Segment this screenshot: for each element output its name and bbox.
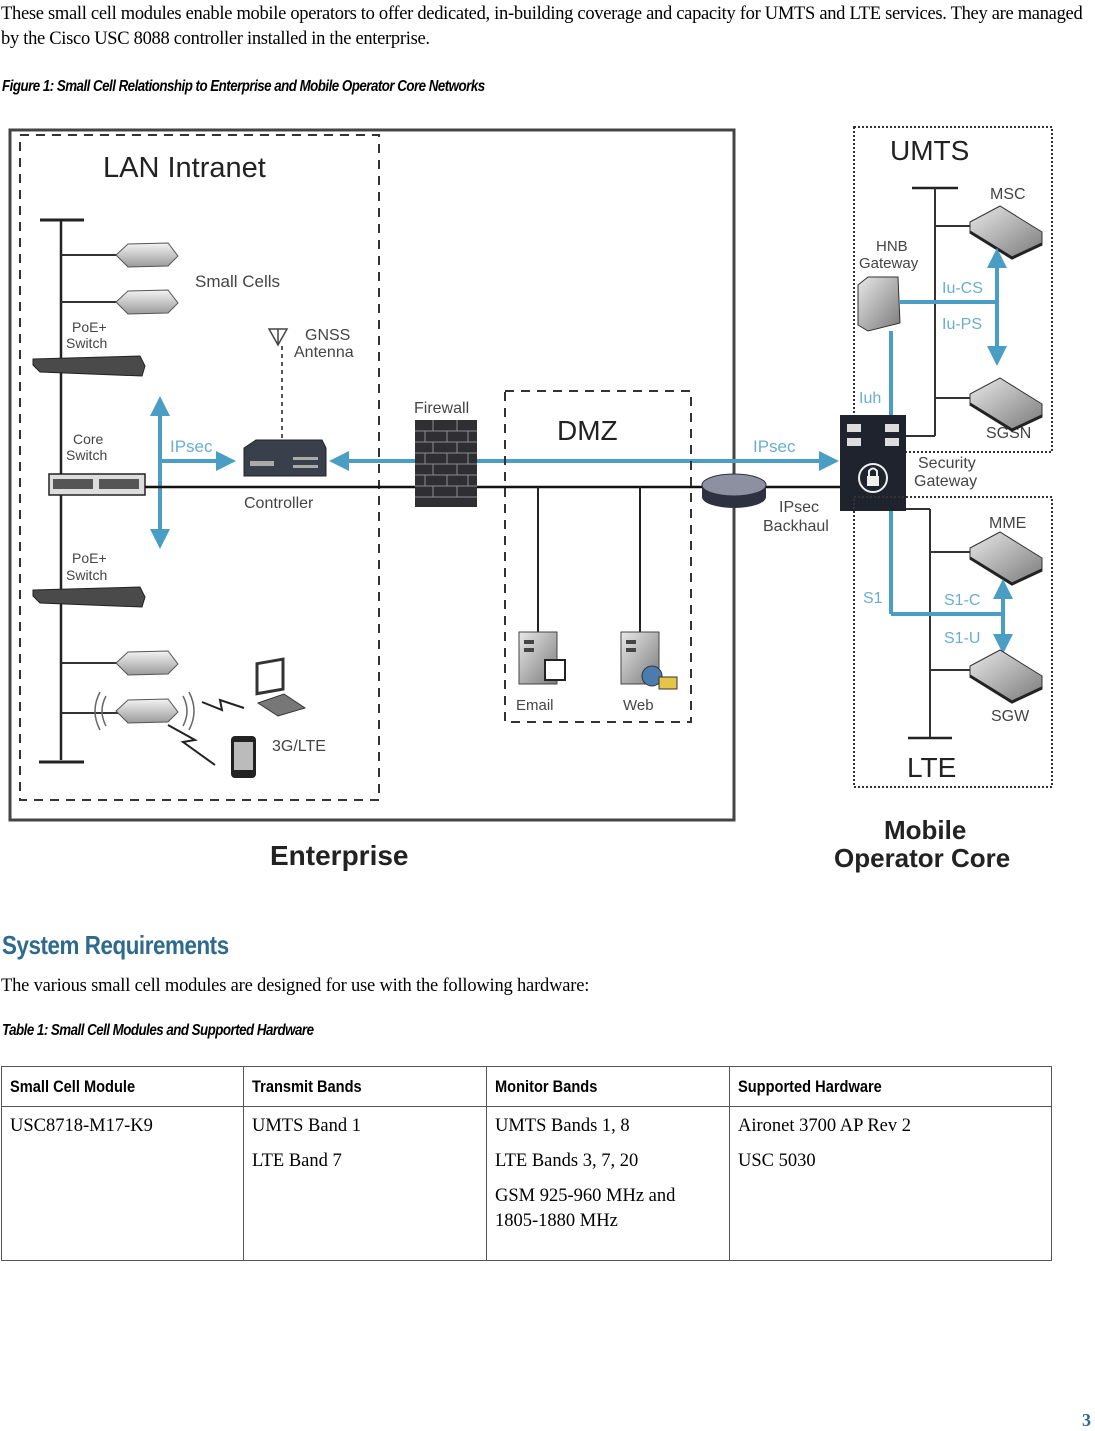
cell-monitor-bands: UMTS Bands 1, 8 LTE Bands 3, 7, 20 GSM 9… (486, 1106, 730, 1261)
poe-switch-icon (32, 586, 146, 608)
dmz-boundary (504, 390, 692, 723)
mobile-operator-core-label: Mobile (884, 815, 966, 845)
security-gateway-label: Gateway (914, 473, 977, 490)
table-caption: Table 1: Small Cell Modules and Supporte… (2, 1022, 314, 1039)
lan-intranet-label: LAN Intranet (103, 152, 266, 184)
core-switch-label: Core (73, 431, 104, 447)
security-gateway-icon (840, 415, 906, 511)
s1-u-label: S1-U (944, 630, 980, 647)
lte-label: LTE (907, 752, 956, 783)
mme-server-icon (969, 531, 1043, 586)
iu-cs-label: Iu-CS (942, 280, 983, 297)
umts-label: UMTS (890, 135, 969, 166)
umts-boundary (853, 126, 1053, 453)
network-diagram: LAN Intranet Small Cells PoE+ Switch Cor… (8, 126, 1053, 873)
poe-switch-label: PoE+ (72, 550, 107, 566)
poe-switch-label: PoE+ (72, 319, 107, 335)
hnb-gateway-server-icon (857, 276, 901, 332)
mobile-phone-icon (231, 736, 256, 778)
mobile-operator-core-label: Operator Core (834, 843, 1010, 873)
header-monitor-bands: Monitor Bands (486, 1066, 730, 1107)
poe-switch-icon (32, 355, 146, 377)
ipsec-label: IPsec (753, 437, 796, 456)
header-small-cell-module: Small Cell Module (1, 1066, 244, 1107)
wireless-link-icon (167, 698, 245, 766)
poe-switch-label: Switch (66, 567, 107, 583)
section-body: The various small cell modules are desig… (1, 976, 590, 996)
section-title: System Requirements (2, 930, 229, 960)
gnss-antenna-icon (267, 328, 289, 347)
core-switch-icon (48, 473, 146, 496)
web-server-icon (620, 631, 678, 690)
mme-label: MME (989, 515, 1026, 532)
sgw-label: SGW (991, 708, 1030, 725)
small-cell-radiating-icon (94, 691, 195, 731)
s1-c-label: S1-C (944, 592, 980, 609)
cell-transmit-bands: UMTS Band 1 LTE Band 7 (243, 1106, 487, 1261)
gnss-antenna-label: Antenna (294, 344, 354, 361)
ipsec-backhaul-label: Backhaul (763, 518, 829, 535)
small-cells-label: Small Cells (195, 272, 280, 291)
ipsec-label: IPsec (170, 437, 213, 456)
controller-icon (243, 439, 327, 477)
requirements-table: Small Cell Module Transmit Bands Monitor… (1, 1066, 1052, 1261)
firewall-label: Firewall (414, 400, 469, 417)
email-server-icon (518, 631, 566, 685)
iu-ps-label: Iu-PS (942, 316, 982, 333)
3g-lte-label: 3G/LTE (272, 738, 326, 755)
table-row: USC8718-M17-K9 UMTS Band 1 LTE Band 7 UM… (1, 1106, 1052, 1261)
laptop-icon (255, 657, 307, 717)
small-cell-icon (115, 289, 179, 315)
header-supported-hardware: Supported Hardware (729, 1066, 1052, 1107)
gnss-antenna-label: GNSS (305, 327, 350, 344)
sgsn-server-icon (969, 377, 1043, 432)
header-transmit-bands: Transmit Bands (243, 1066, 487, 1107)
controller-label: Controller (244, 495, 314, 512)
security-gateway-label: Security (918, 455, 976, 472)
cell-module: USC8718-M17-K9 (1, 1106, 244, 1261)
ipsec-backhaul-label: IPsec (779, 499, 819, 516)
figure-caption: Figure 1: Small Cell Relationship to Ent… (2, 78, 485, 95)
table-header-row: Small Cell Module Transmit Bands Monitor… (1, 1066, 1052, 1107)
firewall-icon (415, 420, 477, 507)
enterprise-label: Enterprise (270, 840, 409, 871)
sgsn-label: SGSN (986, 425, 1031, 442)
hnb-gateway-label: Gateway (859, 255, 919, 272)
dmz-label: DMZ (557, 415, 618, 446)
poe-switch-label: Switch (66, 335, 107, 351)
small-cell-icon (115, 650, 179, 676)
msc-label: MSC (990, 186, 1026, 203)
page-number: 3 (1082, 1410, 1091, 1430)
intro-paragraph: These small cell modules enable mobile o… (1, 4, 1083, 49)
hnb-gateway-label: HNB (876, 238, 908, 255)
sgw-server-icon (969, 649, 1043, 704)
router-icon (701, 473, 767, 508)
cell-supported-hardware: Aironet 3700 AP Rev 2 USC 5030 (729, 1106, 1052, 1261)
msc-server-icon (969, 205, 1043, 260)
core-switch-label: Switch (66, 447, 107, 463)
email-label: Email (516, 697, 554, 714)
s1-label: S1 (863, 590, 883, 607)
iuh-label: Iuh (859, 390, 881, 407)
small-cell-icon (115, 242, 179, 268)
web-label: Web (623, 697, 654, 714)
